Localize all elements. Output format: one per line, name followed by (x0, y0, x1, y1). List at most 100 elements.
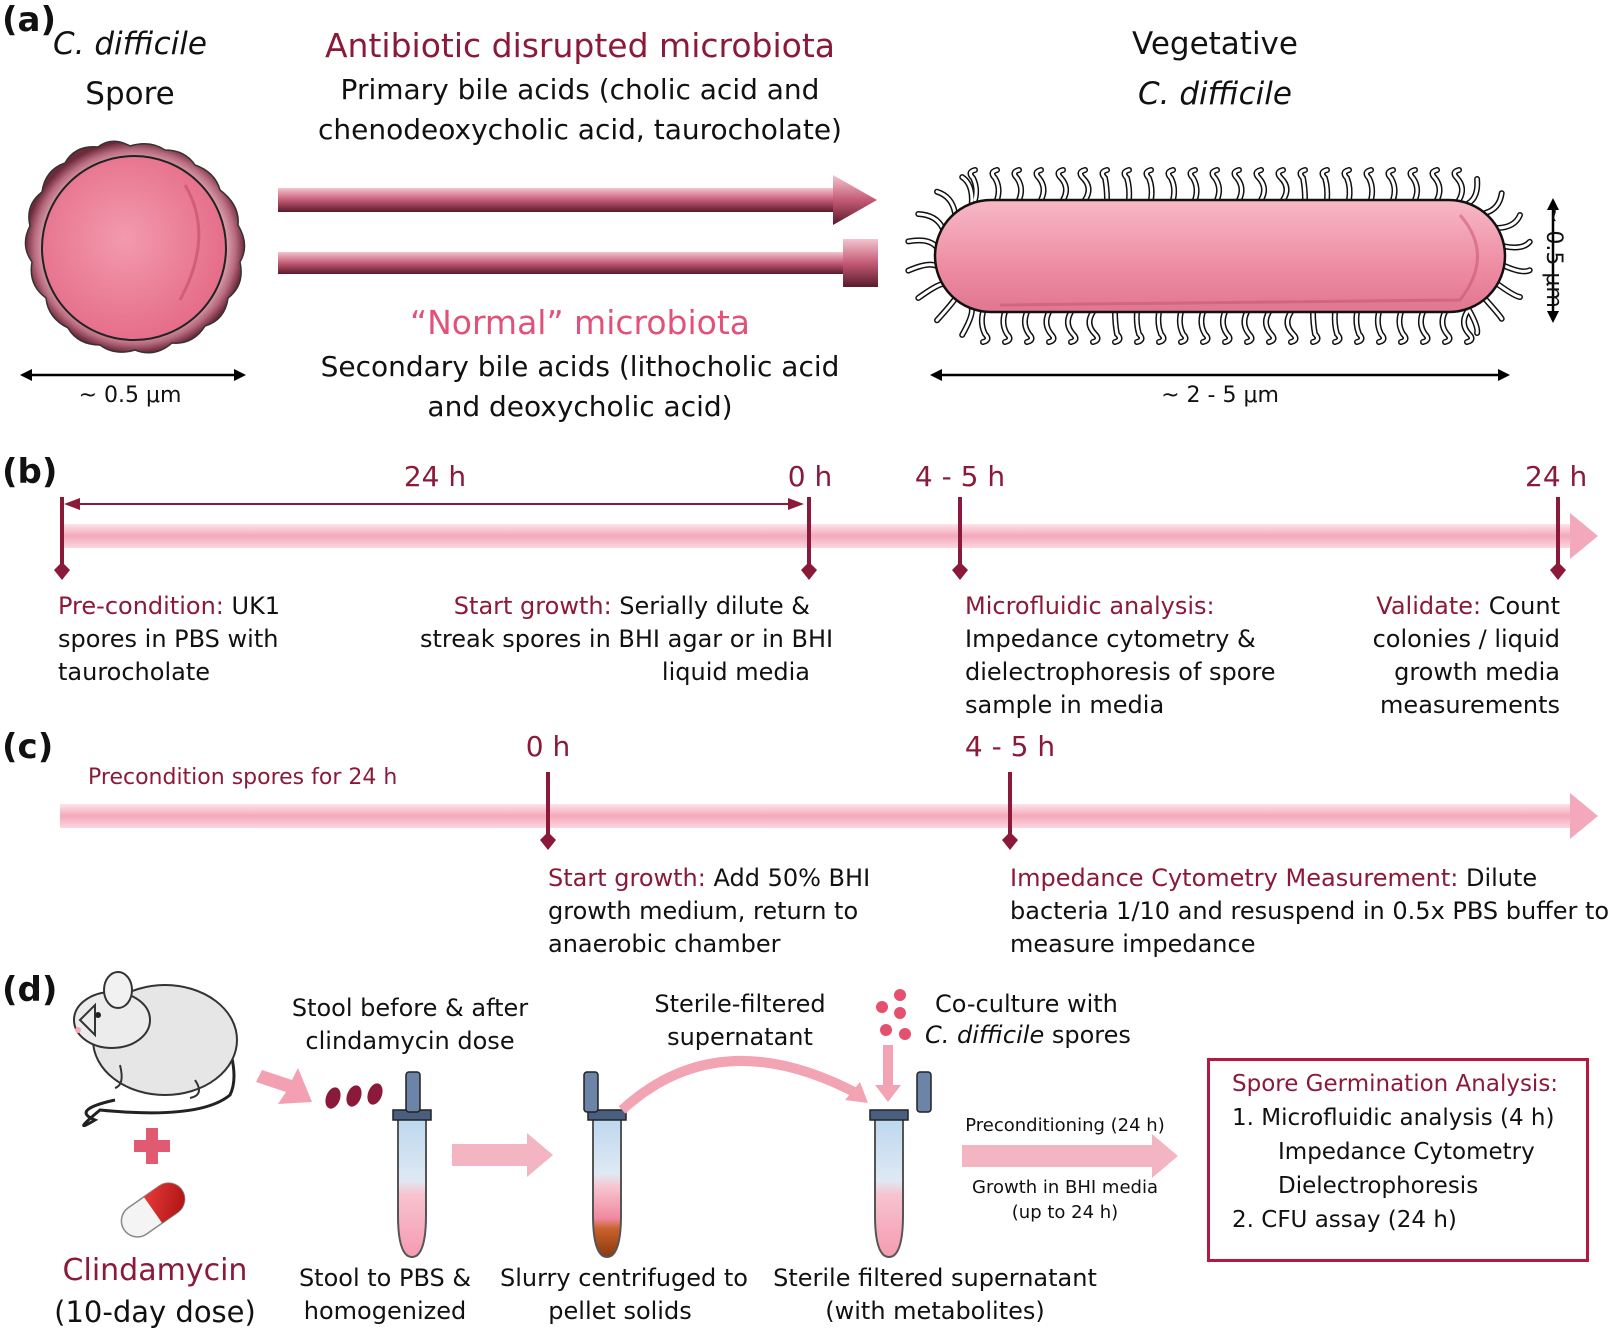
vegetative-cell-illustration (905, 167, 1533, 345)
normal-microbiota-title: “Normal” microbiota (409, 303, 751, 342)
rod-width-label: ~ 0.5 μm (1541, 205, 1566, 308)
timeline-c-0h: 0 h (525, 730, 571, 763)
flagellum (1440, 310, 1452, 344)
flagellum (1264, 310, 1276, 344)
tube-centrifuged (583, 1071, 627, 1258)
arrow-to-centrifuge (452, 1133, 553, 1177)
timeline-c (60, 772, 1598, 850)
flagellum (1333, 310, 1342, 344)
step-c-impedance: Impedance Cytometry Measurement: Dilute … (1010, 864, 1609, 958)
flagellum (1276, 168, 1288, 202)
step-microfluidic: Microfluidic analysis: Impedance cytomet… (965, 592, 1276, 719)
rod-width-arrow (1547, 198, 1559, 323)
timeline-b-4-5h: 4 - 5 h (914, 460, 1006, 493)
flagellum (1462, 310, 1474, 344)
slurry-label: Slurry centrifuged to pellet solids (500, 1264, 748, 1325)
analysis-item-1a: Impedance Cytometry (1278, 1139, 1535, 1165)
flagellum (1001, 310, 1012, 344)
flagellum (1113, 310, 1122, 344)
flagellum (1298, 168, 1307, 202)
flagellum (1156, 310, 1166, 344)
flagellum (1502, 240, 1532, 249)
coculture-label-line2: C. difficile spores (925, 1021, 1131, 1049)
arrow-to-analysis (962, 1134, 1178, 1178)
timeline-b-24h-end: 24 h (1525, 460, 1588, 493)
step-validate: Validate: Count colonies / liquid growth… (1372, 592, 1560, 719)
inhibition-bar (278, 239, 878, 287)
sterile-filtered-bottom-label: Sterile filtered supernatant (with metab… (773, 1264, 1097, 1325)
flagellum (1364, 168, 1374, 202)
flagellum (906, 238, 938, 248)
flagellum (1320, 168, 1329, 202)
flagellum (1466, 307, 1479, 335)
flagellum (1122, 168, 1131, 202)
secondary-bile-acids-line2: and deoxycholic acid) (427, 390, 733, 423)
clindamycin-label: Clindamycin (62, 1253, 248, 1288)
panel-label-a: (a) (2, 0, 57, 40)
flagellum (1144, 168, 1154, 202)
flagellum (1311, 310, 1320, 344)
spore-add-arrow (875, 1045, 901, 1102)
flagellum (1354, 310, 1364, 344)
flagellum (1386, 168, 1397, 202)
spores-dots-icon (876, 989, 911, 1040)
growth-arrow-label: Growth in BHI media (up to 24 h) (972, 1177, 1158, 1223)
tube-coculture (869, 1071, 932, 1258)
tube-stool-pbs (392, 1071, 432, 1258)
step-start-growth: Start growth: Serially dilute & streak s… (420, 592, 834, 686)
stool-before-after-label: Stool before & after clindamycin dose (291, 994, 529, 1055)
flagellum (1483, 297, 1504, 321)
flagellum (1056, 168, 1068, 202)
stool-pellets-icon (325, 1083, 383, 1109)
panel-label-b: (b) (2, 452, 58, 492)
flagellum (916, 212, 944, 230)
flagellum (1242, 310, 1254, 344)
flagellum (1100, 168, 1109, 202)
flagellum (1023, 310, 1034, 344)
flagellum (1044, 310, 1056, 344)
mouse-illustration (73, 971, 238, 1128)
secondary-bile-acids-line1: Secondary bile acids (lithocholic acid (320, 350, 840, 383)
vegetative-title: Vegetative (1132, 26, 1298, 62)
flagellum (935, 297, 957, 322)
flagellum (1012, 168, 1023, 202)
timeline-b-0h: 0 h (787, 460, 833, 493)
coculture-label: Co-culture with (935, 990, 1118, 1018)
rod-length-arrow (930, 369, 1510, 381)
primary-bile-acids-line1: Primary bile acids (cholic acid and (340, 73, 820, 106)
flagellum (1254, 168, 1266, 202)
flagellum (916, 282, 944, 300)
flagellum (1188, 168, 1199, 202)
flagellum (1397, 310, 1408, 344)
analysis-item-1: 1. Microfluidic analysis (4 h) (1232, 1105, 1555, 1131)
step-precondition: Pre-condition: UK1 spores in PBS with ta… (58, 592, 281, 686)
flagellum (1419, 310, 1430, 344)
flagellum (960, 175, 974, 205)
flagellum (1496, 282, 1522, 299)
flagellum (1078, 168, 1090, 202)
germination-arrow (278, 175, 877, 225)
curved-transfer-arrow (618, 1055, 868, 1114)
spore-size-arrow (20, 369, 246, 381)
rod-length-label: ~ 2 - 5 μm (1161, 383, 1279, 408)
flagellum (1430, 168, 1442, 202)
step-c-start-growth: Start growth: Add 50% BHI growth medium,… (548, 864, 871, 958)
precondition-label: Precondition spores for 24 h (88, 765, 398, 790)
flagellum (980, 310, 990, 344)
antibiotic-title: Antibiotic disrupted microbiota (324, 26, 836, 65)
flagellum (935, 190, 957, 215)
flagellum (1199, 310, 1210, 344)
flagellum (1376, 310, 1386, 344)
spore-title-word: Spore (85, 76, 175, 112)
spore-title-species: C. difficile (53, 26, 207, 62)
timeline-b-24h-span: 24 h (403, 460, 467, 493)
panel-label-d: (d) (2, 970, 58, 1010)
flagellum (1135, 310, 1144, 344)
flagellum (968, 168, 978, 202)
flagellum (1452, 168, 1464, 202)
vegetative-species: C. difficile (1138, 76, 1292, 112)
stool-to-pbs-label: Stool to PBS & homogenized (298, 1264, 472, 1325)
arrow-mouse-to-stool (256, 1068, 312, 1104)
flagellum (1221, 310, 1232, 344)
